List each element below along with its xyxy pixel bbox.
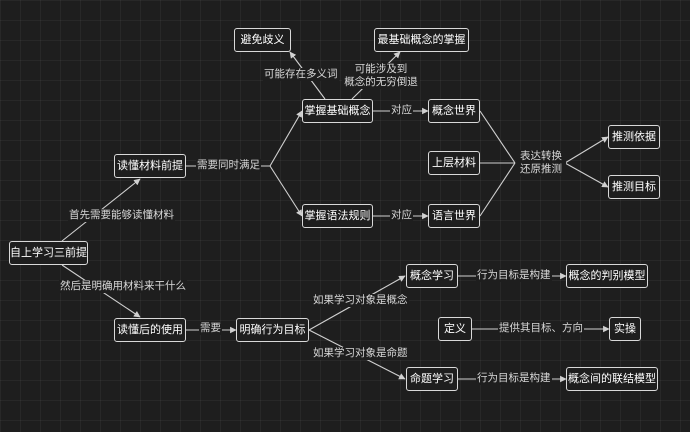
- node-inference-basis[interactable]: 推测依据: [608, 125, 660, 149]
- label-goal-build-1: 行为目标是构建: [476, 269, 552, 282]
- node-concept-model[interactable]: 概念的判别模型: [566, 264, 648, 288]
- label-provide-goal: 提供其目标、方向: [498, 322, 584, 335]
- label-regress: 可能涉及到 概念的无穷倒退: [342, 63, 420, 89]
- node-read-premise[interactable]: 读懂材料前提: [114, 154, 186, 178]
- label-goal-build-2: 行为目标是构建: [476, 372, 552, 385]
- label-corresponds-2: 对应: [390, 209, 413, 222]
- node-clear-goal[interactable]: 明确行为目标: [236, 318, 309, 342]
- label-ambiguity: 可能存在多义词: [263, 68, 339, 81]
- node-root[interactable]: 自上学习三前提: [9, 241, 88, 265]
- node-concept-learning[interactable]: 概念学习: [406, 264, 458, 288]
- label-corresponds-1: 对应: [390, 104, 413, 117]
- node-inference-goal[interactable]: 推测目标: [608, 175, 660, 199]
- node-use-after[interactable]: 读懂后的使用: [114, 318, 186, 342]
- node-upper-material[interactable]: 上层材料: [428, 151, 480, 175]
- label-if-proposition: 如果学习对象是命题: [312, 347, 409, 360]
- node-practice[interactable]: 实操: [609, 317, 641, 341]
- node-definition[interactable]: 定义: [438, 317, 472, 341]
- label-if-concept: 如果学习对象是概念: [312, 294, 409, 307]
- edge-merge-basis: [564, 136, 609, 164]
- edge-lang-merge: [479, 162, 516, 217]
- node-basic-concept[interactable]: 最基础概念的掌握: [374, 28, 469, 52]
- label-both-needed: 需要同时满足: [196, 159, 261, 172]
- edge-world-merge: [479, 110, 516, 164]
- node-concept-world[interactable]: 概念世界: [428, 99, 480, 123]
- node-relation-model[interactable]: 概念间的联结模型: [566, 367, 658, 391]
- edge-merge-goal: [564, 162, 609, 188]
- label-then-use: 然后是明确用材料来干什么: [59, 280, 187, 293]
- node-avoid-ambiguity[interactable]: 避免歧义: [234, 28, 291, 52]
- label-need: 需要: [199, 322, 222, 335]
- node-proposition-learning[interactable]: 命题学习: [406, 367, 458, 391]
- edge-need-concept: [269, 110, 303, 167]
- node-master-grammar[interactable]: 掌握语法规则: [302, 204, 373, 228]
- label-transform: 表达转换 还原推测: [516, 150, 566, 176]
- node-master-concept[interactable]: 掌握基础概念: [302, 99, 373, 123]
- edge-need-grammar: [269, 165, 303, 217]
- label-first-read: 首先需要能够读懂材料: [68, 209, 175, 222]
- node-language-world[interactable]: 语言世界: [428, 204, 480, 228]
